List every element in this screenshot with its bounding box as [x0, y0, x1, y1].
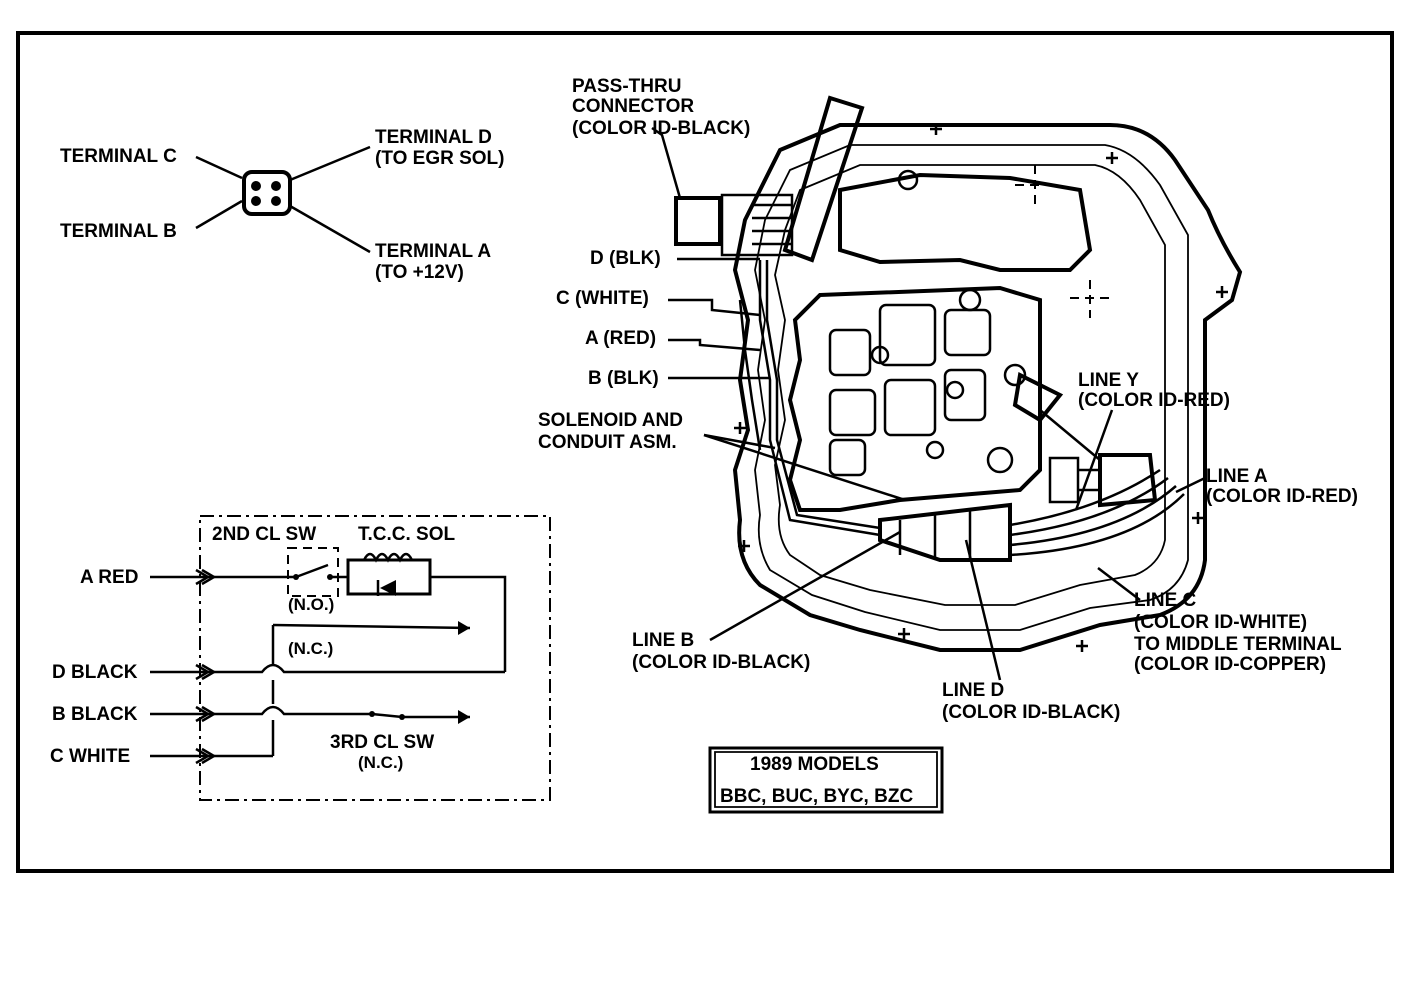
pass-thru-label-2: CONNECTOR — [572, 96, 694, 117]
line-c-note-color: (COLOR ID-COPPER) — [1134, 654, 1326, 675]
nc-label-1: (N.C.) — [288, 639, 333, 658]
wire-c-label: C (WHITE) — [556, 288, 649, 309]
input-b-black: B BLACK — [52, 704, 138, 725]
line-y-color: (COLOR ID-RED) — [1078, 390, 1230, 411]
input-c-white: C WHITE — [50, 746, 130, 767]
line-a-color: (COLOR ID-RED) — [1206, 486, 1358, 507]
leader-lines — [651, 126, 1206, 681]
line-d-color: (COLOR ID-BLACK) — [942, 702, 1120, 723]
connector-end-view — [195, 145, 371, 254]
terminal-a-label: TERMINAL A — [375, 241, 491, 262]
terminal-d-label: TERMINAL D — [375, 127, 492, 148]
pass-thru-label: PASS-THRU — [572, 76, 681, 97]
solenoid-label: SOLENOID AND — [538, 410, 683, 431]
line-b-color: (COLOR ID-BLACK) — [632, 652, 810, 673]
nc-label-2: (N.C.) — [358, 753, 403, 772]
no-label: (N.O.) — [288, 595, 334, 614]
terminal-d-note: (TO EGR SOL) — [375, 148, 504, 169]
solenoid-label-2: CONDUIT ASM. — [538, 432, 677, 453]
pass-thru-color: (COLOR ID-BLACK) — [572, 118, 750, 139]
terminal-b-label: TERMINAL B — [60, 221, 177, 242]
input-a-red: A RED — [80, 567, 138, 588]
line-d-label: LINE D — [942, 680, 1004, 701]
line-c-note: TO MIDDLE TERMINAL — [1134, 634, 1342, 655]
models-box — [708, 746, 944, 814]
wire-a-label: A (RED) — [585, 328, 656, 349]
wire-b-label: B (BLK) — [588, 368, 659, 389]
models-list: BBC, BUC, BYC, BZC — [720, 786, 913, 807]
terminal-a-note: (TO +12V) — [375, 262, 464, 283]
line-c-color: (COLOR ID-WHITE) — [1134, 612, 1307, 633]
wire-d-label: D (BLK) — [590, 248, 661, 269]
second-cl-sw-label: 2ND CL SW — [212, 524, 316, 545]
line-c-label: LINE C — [1134, 590, 1197, 611]
input-d-black: D BLACK — [52, 662, 138, 683]
transmission-valve-body — [674, 95, 1243, 652]
models-title: 1989 MODELS — [750, 754, 879, 775]
terminal-c-label: TERMINAL C — [60, 146, 177, 167]
third-cl-sw-label: 3RD CL SW — [330, 732, 434, 753]
line-b-label: LINE B — [632, 630, 694, 651]
pan-bolts — [734, 123, 1228, 652]
line-a-label: LINE A — [1206, 466, 1268, 487]
diagram-frame — [16, 31, 1394, 873]
line-y-label: LINE Y — [1078, 370, 1139, 391]
tcc-schematic — [150, 515, 551, 801]
tcc-sol-label: T.C.C. SOL — [358, 524, 456, 545]
